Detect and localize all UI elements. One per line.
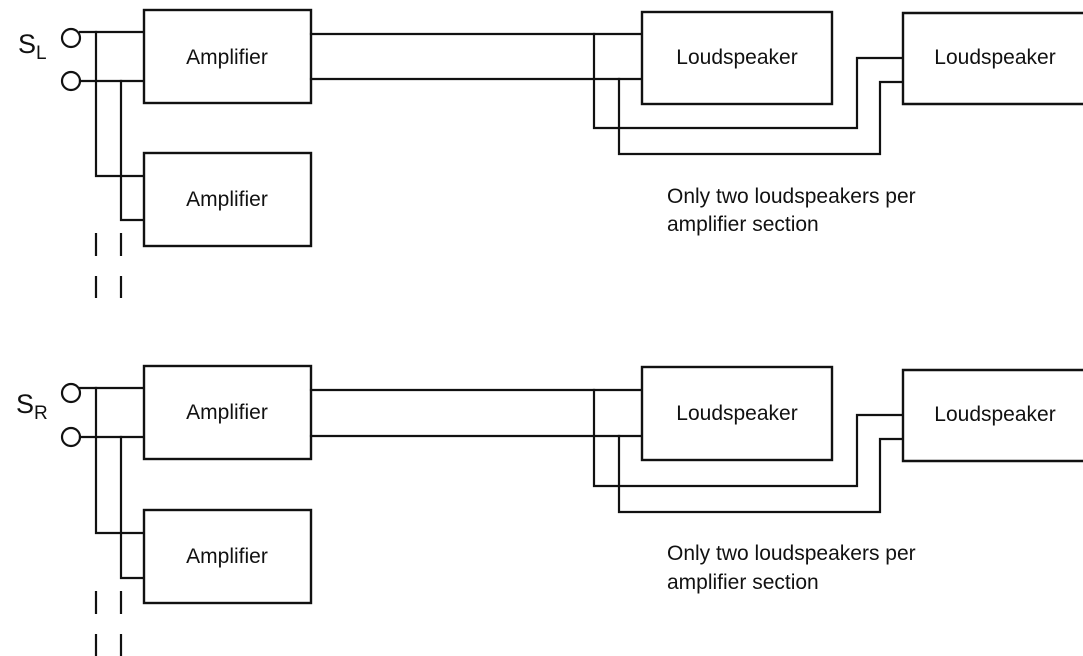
wire-speaker2-1 bbox=[592, 388, 905, 488]
loudspeaker-box bbox=[640, 365, 834, 462]
amplifier-label: Amplifier bbox=[186, 545, 268, 568]
amplifier-box bbox=[142, 8, 313, 105]
source-right-label: SR bbox=[16, 389, 48, 424]
amplifier-box bbox=[142, 364, 313, 461]
wire-bus-2 bbox=[119, 435, 146, 580]
loudspeaker-label: Loudspeaker bbox=[934, 46, 1055, 69]
input-terminal-1 bbox=[60, 27, 82, 49]
input-terminal-2 bbox=[60, 70, 82, 92]
amplifier-box bbox=[142, 508, 313, 605]
input-terminal-2 bbox=[60, 426, 82, 448]
loudspeaker-label: Loudspeaker bbox=[676, 402, 797, 425]
amplifier-label: Amplifier bbox=[186, 46, 268, 69]
note-text: Only two loudspeakers per amplifier sect… bbox=[667, 185, 921, 236]
wire-bus-2 bbox=[119, 79, 146, 222]
loudspeaker-label: Loudspeaker bbox=[676, 46, 797, 69]
wire-speaker2-1 bbox=[592, 32, 905, 130]
note-text: Only two loudspeakers per amplifier sect… bbox=[667, 542, 921, 594]
loudspeaker-box bbox=[901, 368, 1083, 463]
loudspeaker-box bbox=[901, 11, 1083, 106]
amplifier-label: Amplifier bbox=[186, 188, 268, 211]
amplifier-box bbox=[142, 151, 313, 248]
wire-bus-1 bbox=[94, 30, 146, 178]
source-left-label: SL bbox=[18, 29, 47, 64]
loudspeaker-label: Loudspeaker bbox=[934, 403, 1055, 426]
wire-speaker2-2 bbox=[617, 77, 905, 156]
amplifier-label: Amplifier bbox=[186, 401, 268, 424]
section-left: SL Amplifier Amplifier Loudspeaker Louds… bbox=[18, 8, 1083, 298]
loudspeaker-box bbox=[640, 10, 834, 106]
wire-bus-1 bbox=[94, 386, 146, 535]
input-terminal-1 bbox=[60, 382, 82, 404]
section-right: SR Amplifier Amplifier Loudspeaker Louds… bbox=[16, 364, 1083, 656]
wire-speaker2-2 bbox=[617, 434, 905, 514]
